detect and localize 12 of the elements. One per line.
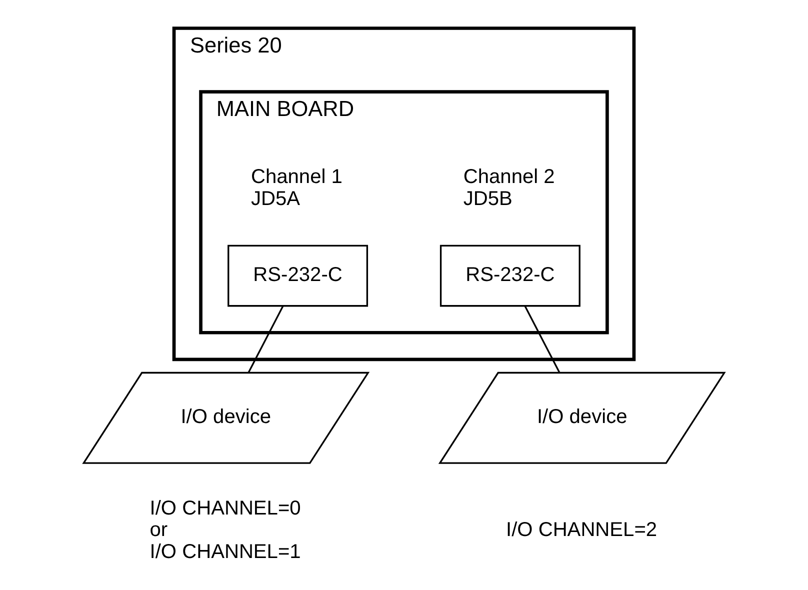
node-label: or [150,519,168,542]
node-label: I/O CHANNEL=2 [506,519,658,542]
node-label: JD5A [250,188,300,210]
connector [524,306,560,374]
connector [248,306,284,374]
node-label: I/O CHANNEL=0 [150,497,301,520]
node-box: RS-232-C [228,244,368,307]
node-label: JD5B [463,188,512,210]
node-label: Channel 2 [463,166,555,188]
node-label: I/O CHANNEL=1 [150,540,301,563]
node-box: RS-232-C [440,244,580,307]
node-label: Channel 1 [250,166,342,188]
